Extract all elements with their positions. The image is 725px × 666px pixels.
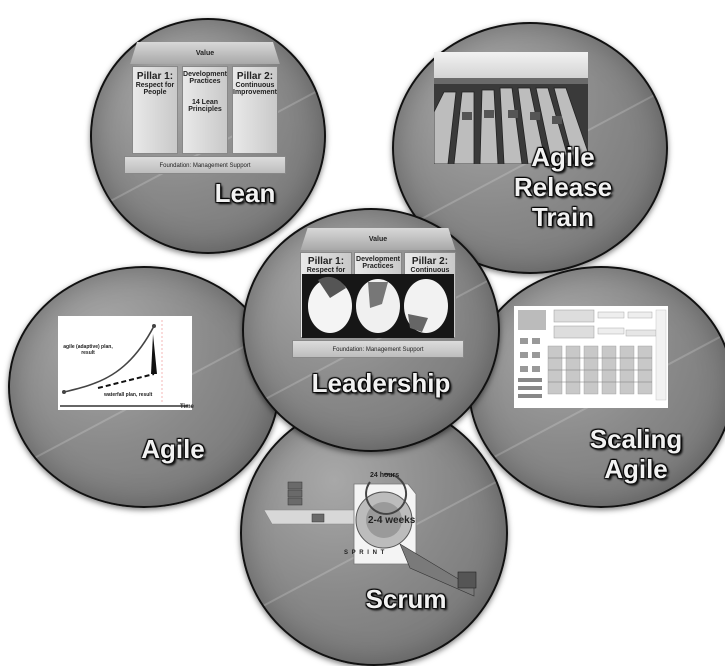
art-label-line-3: Train (531, 202, 595, 232)
agile-label: Agile (141, 434, 205, 464)
scrum-label: Scrum (365, 584, 447, 614)
agile-vs-waterfall-graph: agile (adaptive) plan, result waterfall … (58, 316, 192, 410)
train-yard-photo (434, 52, 588, 164)
leadership-circles-overlay (302, 274, 454, 338)
waterfall-plan-label: waterfall plan, result (104, 392, 153, 398)
sprint-word-label: S P R I N T (344, 550, 386, 556)
scaling-label-line-1: Scaling (589, 424, 683, 454)
sprint-duration-label: 2-4 weeks (368, 515, 416, 526)
temple-pillar-1: Pillar 1:Respect for People (132, 66, 178, 154)
scrum-process-graphic: 24 hours 2-4 weeks S P R I N T (260, 468, 486, 604)
art-label: Agile Release Train (498, 142, 628, 232)
leadership-label: Leadership (311, 368, 451, 398)
scaling-agile-label: Scaling Agile (576, 424, 696, 484)
scaling-framework-graphic (514, 306, 668, 408)
leadership-temple-foundation: Foundation: Management Support (292, 340, 464, 358)
art-label-line-2: Release (513, 172, 613, 202)
agile-plan-label: agile (adaptive) plan, result (63, 344, 113, 356)
temple-pillar-2: Pillar 2:Continuous Improvement (232, 66, 278, 154)
art-label-line-1: Agile (531, 142, 595, 172)
temple-roof: Value (130, 42, 280, 64)
leadership-temple-graphic: Value Pillar 1:Respect for Development P… (290, 228, 466, 362)
leadership-temple-roof: Value (300, 228, 456, 250)
scaling-label-line-2: Agile (604, 454, 668, 484)
lean-temple-graphic: Value Pillar 1:Respect for People Develo… (120, 42, 290, 177)
time-axis-label: Time (180, 404, 194, 410)
temple-foundation: Foundation: Management Support (124, 156, 286, 174)
timebox-24h-label: 24 hours (370, 472, 400, 479)
lean-label: Lean (214, 178, 276, 208)
